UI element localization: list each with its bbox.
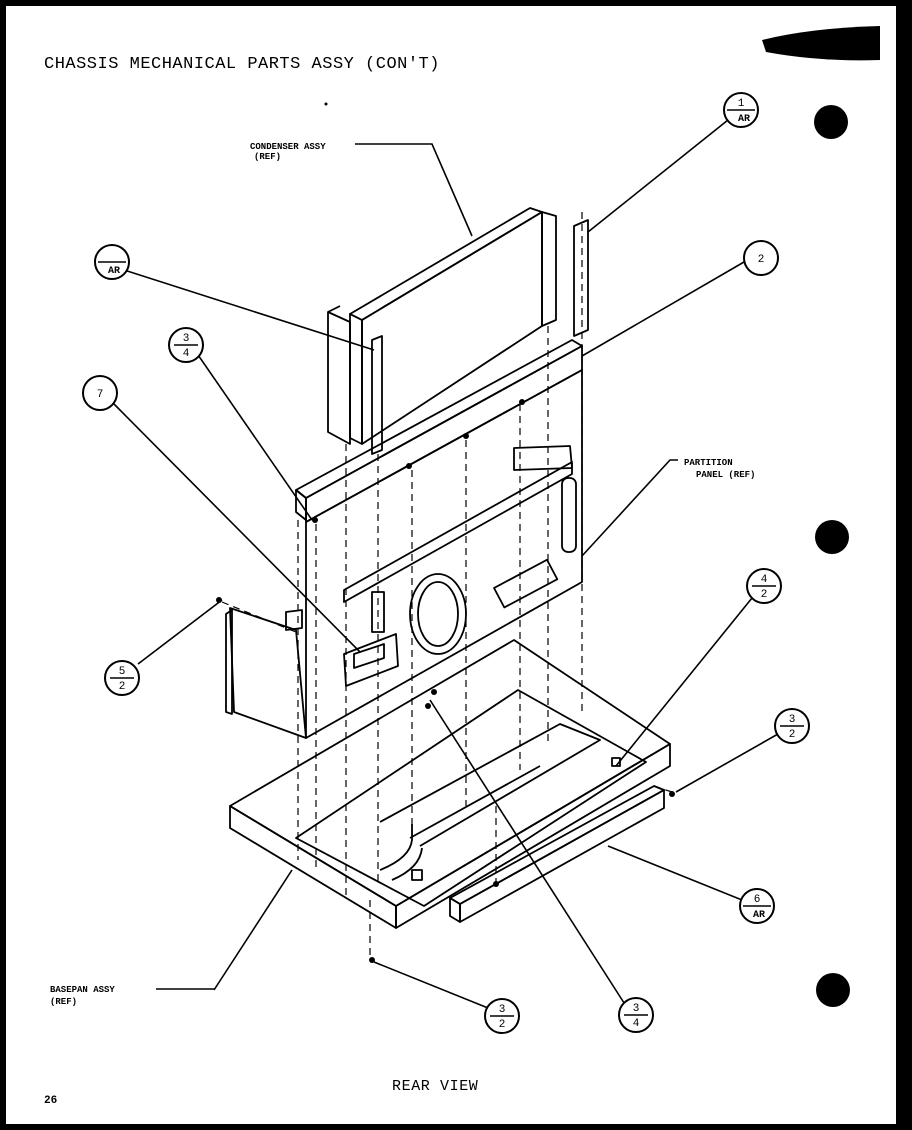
- callout-1-ar: 1 AR: [723, 92, 759, 128]
- screw-icon: [519, 399, 525, 405]
- callout-9-qty: AR: [753, 910, 765, 921]
- callout-7-part: 5: [119, 666, 126, 678]
- page-number: 26: [44, 1095, 57, 1107]
- callout-3-2-bottom: 3 2: [484, 998, 520, 1034]
- binder-hole-icon: [814, 105, 848, 139]
- condenser-label-line1: CONDENSER ASSY: [250, 142, 326, 152]
- callout-3-2-right: 3 2: [774, 708, 810, 744]
- callout-5-part: 7: [97, 389, 104, 401]
- bracket-rail: [449, 785, 665, 923]
- page-title: CHASSIS MECHANICAL PARTS ASSY (CON'T): [44, 55, 440, 74]
- scan-bottom-edge: [0, 1124, 912, 1130]
- fastener-points: [216, 102, 675, 963]
- condenser-assembly: [327, 207, 589, 455]
- partition-label-line1: PARTITION: [684, 458, 733, 468]
- callout-10-part: 3: [499, 1004, 506, 1016]
- callout-3-part: 2: [758, 254, 765, 266]
- ink-smudge: [762, 26, 880, 61]
- view-caption: REAR VIEW: [392, 1078, 478, 1095]
- scan-top-edge: [0, 0, 912, 6]
- callout-4-qty: 4: [183, 348, 190, 360]
- partition-panel: [225, 339, 583, 739]
- basepan-label-line1: BASEPAN ASSY: [50, 985, 115, 995]
- callout-2-qty: AR: [108, 266, 120, 277]
- screw-icon: [431, 689, 437, 695]
- speck: [324, 102, 328, 106]
- callout-6-part: 4: [761, 574, 768, 586]
- partition-label-line2: PANEL (REF): [696, 470, 755, 480]
- callout-1-part: 1: [738, 98, 745, 110]
- leader-lines: [113, 119, 779, 1009]
- scan-right-edge: [896, 0, 912, 1130]
- callout-4-part: 3: [183, 333, 190, 345]
- callout-7: 7: [82, 375, 118, 411]
- callout-8-part: 3: [789, 714, 796, 726]
- callout-4-2: 4 2: [746, 568, 782, 604]
- screw-icon: [369, 957, 375, 963]
- callout-8-qty: 2: [789, 729, 796, 741]
- callout-2: 2: [743, 240, 779, 276]
- screw-icon: [425, 703, 431, 709]
- callout-ar: AR: [94, 244, 130, 280]
- callout-11-part: 3: [633, 1003, 640, 1015]
- callout-6-qty: 2: [761, 589, 768, 601]
- screw-icon: [406, 463, 412, 469]
- callout-1-qty: AR: [738, 114, 750, 125]
- reference-labels: CONDENSER ASSY (REF) PARTITION PANEL (RE…: [50, 142, 755, 1007]
- callout-11-qty: 4: [633, 1018, 640, 1030]
- screw-icon: [493, 881, 499, 887]
- basepan-label-line2: (REF): [50, 997, 77, 1007]
- screw-icon: [669, 791, 675, 797]
- callout-9-part: 6: [754, 894, 761, 906]
- assembly-lines: [221, 212, 673, 958]
- callouts: 1 AR AR 2 3 4 7 4 2: [82, 92, 810, 1034]
- callout-3-4-bottom: 3 4: [618, 997, 654, 1033]
- screw-icon: [312, 517, 318, 523]
- callout-5-2: 5 2: [104, 660, 140, 696]
- condenser-label-line2: (REF): [254, 152, 281, 162]
- callout-10-qty: 2: [499, 1019, 506, 1031]
- callout-3-4-top: 3 4: [168, 327, 204, 363]
- callout-7-qty: 2: [119, 681, 126, 693]
- part-outlines: [225, 207, 671, 929]
- callout-6-ar: 6 AR: [739, 888, 775, 924]
- scan-left-edge: [0, 0, 6, 1130]
- binder-hole-icon: [815, 520, 849, 554]
- screw-icon: [463, 433, 469, 439]
- basepan-assembly: [229, 639, 671, 929]
- binder-hole-icon: [816, 973, 850, 1007]
